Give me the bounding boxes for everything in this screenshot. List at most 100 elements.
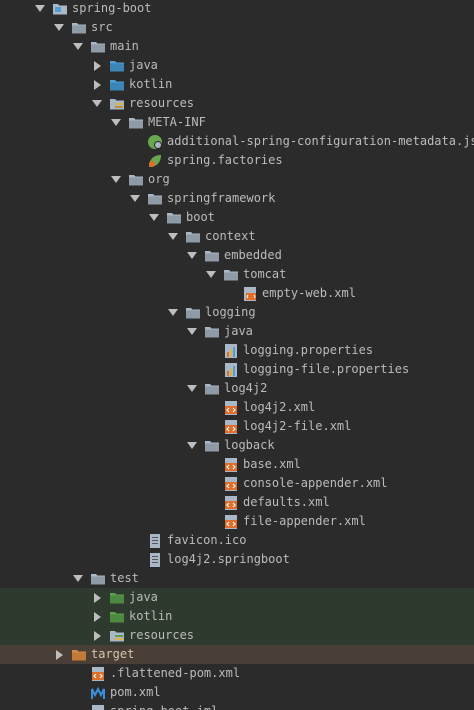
expanded-arrow-icon[interactable] [186,246,198,265]
collapsed-arrow-icon[interactable] [53,645,65,664]
tree-item-label: additional-spring-configuration-metadata… [167,134,474,148]
tree-row[interactable]: defaults.xml [0,493,474,512]
tree-spacer [205,360,217,379]
tree-row[interactable]: context [0,227,474,246]
source-folder-icon [109,58,125,74]
collapsed-arrow-icon[interactable] [91,75,103,94]
iml-file-icon [90,704,106,710]
tree-item-label: main [110,39,139,53]
folder-icon [128,115,144,131]
expanded-arrow-icon[interactable] [110,113,122,132]
tree-row[interactable]: kotlin [0,75,474,94]
tree-row[interactable]: base.xml [0,455,474,474]
spring-leaf-icon [147,153,163,169]
xml-file-icon [223,419,239,435]
tree-row[interactable]: logging [0,303,474,322]
expanded-arrow-icon[interactable] [205,265,217,284]
folder-icon [204,381,220,397]
collapsed-arrow-icon[interactable] [91,607,103,626]
tree-row[interactable]: target [0,645,474,664]
folder-icon [147,191,163,207]
tree-item-label: log4j2.springboot [167,552,290,566]
expanded-arrow-icon[interactable] [167,303,179,322]
tree-row[interactable]: logging.properties [0,341,474,360]
tree-row[interactable]: logback [0,436,474,455]
source-folder-icon [109,77,125,93]
tree-row[interactable]: java [0,588,474,607]
tree-row[interactable]: resources [0,626,474,645]
tree-row[interactable]: springframework [0,189,474,208]
tree-row[interactable]: src [0,18,474,37]
expanded-arrow-icon[interactable] [34,0,46,18]
tree-row[interactable]: logging-file.properties [0,360,474,379]
folder-icon [204,438,220,454]
tree-row[interactable]: spring-boot [0,0,474,18]
tree-row[interactable]: log4j2.springboot [0,550,474,569]
expanded-arrow-icon[interactable] [186,436,198,455]
tree-item-label: defaults.xml [243,495,330,509]
tree-row[interactable]: boot [0,208,474,227]
tree-item-label: context [205,229,256,243]
module-folder-icon [52,1,68,17]
expanded-arrow-icon[interactable] [72,37,84,56]
tree-spacer [72,683,84,702]
tree-row[interactable]: log4j2-file.xml [0,417,474,436]
tree-item-label: console-appender.xml [243,476,388,490]
collapsed-arrow-icon[interactable] [91,626,103,645]
expanded-arrow-icon[interactable] [110,170,122,189]
collapsed-arrow-icon[interactable] [91,588,103,607]
tree-row[interactable]: META-INF [0,113,474,132]
tree-item-label: springframework [167,191,276,205]
tree-row[interactable]: log4j2 [0,379,474,398]
tree-row[interactable]: console-appender.xml [0,474,474,493]
tree-row[interactable]: empty-web.xml [0,284,474,303]
tree-item-label: spring.factories [167,153,283,167]
expanded-arrow-icon[interactable] [186,322,198,341]
tree-row[interactable]: tomcat [0,265,474,284]
expanded-arrow-icon[interactable] [186,379,198,398]
xml-file-icon [223,400,239,416]
expanded-arrow-icon[interactable] [167,227,179,246]
tree-row[interactable]: resources [0,94,474,113]
tree-item-label: log4j2.xml [243,400,316,414]
expanded-arrow-icon[interactable] [53,18,65,37]
expanded-arrow-icon[interactable] [148,208,160,227]
tree-row[interactable]: log4j2.xml [0,398,474,417]
expanded-arrow-icon[interactable] [91,94,103,113]
tree-row[interactable]: org [0,170,474,189]
tree-spacer [224,284,236,303]
test-resources-folder-icon [109,628,125,644]
tree-row[interactable]: main [0,37,474,56]
tree-row[interactable]: .flattened-pom.xml [0,664,474,683]
tree-item-label: java [129,58,158,72]
tree-item-label: log4j2-file.xml [243,419,352,433]
tree-spacer [205,398,217,417]
expanded-arrow-icon[interactable] [129,189,141,208]
properties-file-icon [223,343,239,359]
tree-row[interactable]: favicon.ico [0,531,474,550]
tree-row[interactable]: test [0,569,474,588]
tree-row[interactable]: embedded [0,246,474,265]
xml-file-icon [223,476,239,492]
tree-row[interactable]: spring.factories [0,151,474,170]
tree-row[interactable]: additional-spring-configuration-metadata… [0,132,474,151]
tree-row[interactable]: pom.xml [0,683,474,702]
tree-row[interactable]: java [0,322,474,341]
tree-item-label: logback [224,438,275,452]
maven-icon [90,685,106,701]
folder-icon [185,305,201,321]
tree-item-label: logging-file.properties [243,362,410,376]
expanded-arrow-icon[interactable] [72,569,84,588]
folder-icon [90,39,106,55]
xml-file-icon [90,666,106,682]
folder-icon [166,210,182,226]
tree-row[interactable]: kotlin [0,607,474,626]
tree-spacer [129,151,141,170]
tree-row[interactable]: spring-boot.iml [0,702,474,710]
collapsed-arrow-icon[interactable] [91,56,103,75]
tree-spacer [205,341,217,360]
tree-item-label: spring-boot.iml [110,702,218,710]
tree-row[interactable]: java [0,56,474,75]
tree-row[interactable]: file-appender.xml [0,512,474,531]
